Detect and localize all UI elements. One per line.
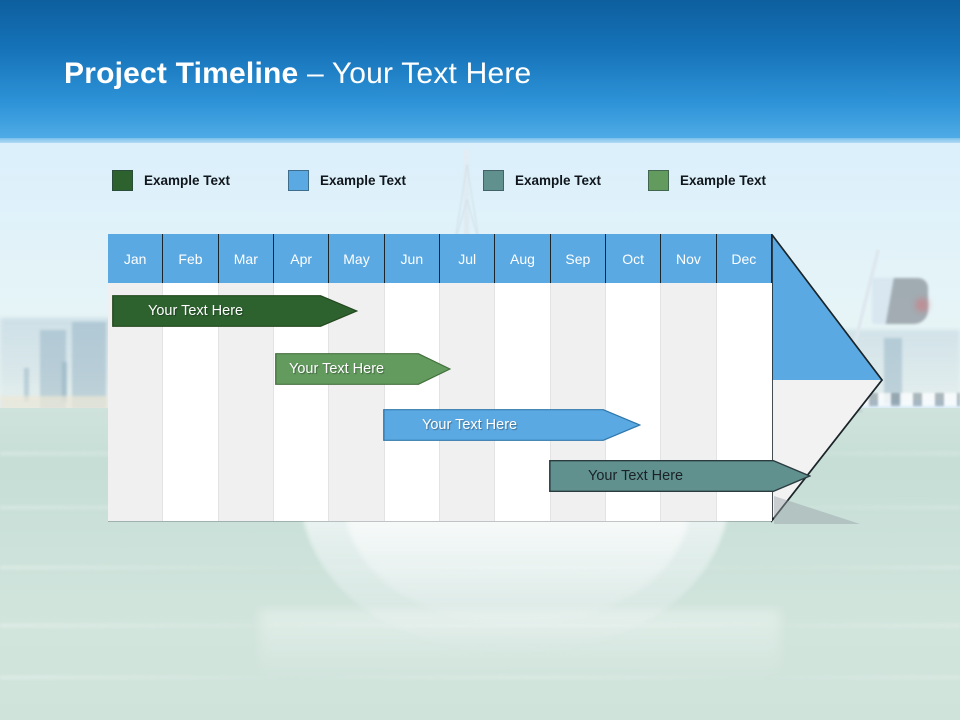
month-header-aug: Aug (495, 234, 551, 283)
tower-b (72, 322, 106, 408)
month-header-oct: Oct (606, 234, 662, 283)
legend-label-3: Example Text (515, 173, 602, 188)
legend-swatch-icon-2 (288, 170, 309, 191)
month-header-mar: Mar (218, 234, 274, 283)
month-cell-feb (163, 283, 219, 521)
month-column-jul[interactable]: Jul (440, 234, 496, 521)
legend-label-2: Example Text (320, 173, 407, 188)
month-header-feb: Feb (163, 234, 219, 283)
legend-item-4[interactable]: Example Text (648, 170, 766, 191)
month-column-jan[interactable]: Jan (108, 234, 164, 521)
month-header-apr: Apr (274, 234, 330, 283)
month-column-aug[interactable]: Aug (495, 234, 551, 521)
timeline-bar-1-label: Your Text Here (148, 303, 244, 319)
month-cell-sep (551, 283, 606, 521)
page-title-separator: – (298, 57, 332, 90)
legend-swatch-icon-1 (112, 170, 133, 191)
page-title: Project Timeline – Your Text Here (64, 57, 531, 91)
timeline-bar-4[interactable]: Your Text Here (549, 460, 811, 492)
month-column-feb[interactable]: Feb (163, 234, 219, 521)
page-title-light: Your Text Here (331, 57, 532, 90)
month-header-may: May (329, 234, 385, 283)
month-cell-jan (108, 283, 164, 521)
month-header-nov: Nov (661, 234, 717, 283)
month-cell-jul (440, 283, 496, 521)
month-header-jun: Jun (384, 234, 440, 283)
page-title-bold: Project Timeline (64, 57, 299, 90)
timeline-bar-1-shape (112, 295, 358, 327)
wave-5 (0, 676, 960, 679)
title-bar-sheen (0, 138, 960, 143)
legend-swatch-icon-3 (483, 170, 504, 191)
flag-accent (915, 298, 929, 312)
timeline-bar-1[interactable]: Your Text Here (112, 295, 358, 327)
legend-item-2[interactable]: Example Text (288, 170, 406, 191)
legend-label-4: Example Text (680, 173, 767, 188)
month-cell-apr (274, 283, 330, 521)
legend-item-1[interactable]: Example Text (112, 170, 230, 191)
month-header-jul: Jul (440, 234, 496, 283)
palm-a (24, 368, 29, 402)
month-column-mar[interactable]: Mar (218, 234, 274, 521)
legend-swatch-icon-4 (648, 170, 669, 191)
timeline-bar-3[interactable]: Your Text Here (383, 409, 641, 441)
month-header-dec: Dec (716, 234, 772, 283)
legend-label-1: Example Text (144, 173, 231, 188)
water-reflection (260, 610, 780, 680)
timeline-bar-2-label: Your Text Here (289, 361, 385, 377)
month-cell-aug (495, 283, 551, 521)
month-cell-mar (219, 283, 274, 521)
timeline-bar-4-shape (549, 460, 811, 492)
timeline-bar-3-label: Your Text Here (422, 417, 518, 433)
tower-a (40, 330, 66, 408)
timeline-bar-2-shape (275, 353, 451, 385)
timeline-bar-3-shape (383, 409, 641, 441)
month-cell-oct (606, 283, 662, 521)
timeline-bar-2[interactable]: Your Text Here (275, 353, 451, 385)
legend-item-3[interactable]: Example Text (483, 170, 601, 191)
month-cell-may (329, 283, 385, 521)
title-bar (0, 0, 960, 143)
month-cell-jun (385, 283, 440, 521)
tower-right (884, 338, 902, 404)
timeline-bar-4-label: Your Text Here (588, 468, 684, 484)
month-cell-nov (661, 283, 717, 521)
month-header-sep: Sep (550, 234, 606, 283)
month-header-jan: Jan (108, 234, 164, 283)
palm-b (62, 362, 67, 402)
